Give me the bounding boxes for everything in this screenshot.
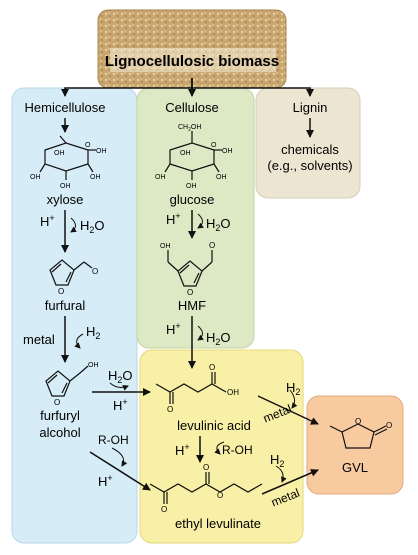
glucose-label: glucose — [170, 192, 215, 207]
gvl-carbonyl-o: O — [386, 421, 392, 430]
curved-arrow — [74, 333, 84, 349]
levulinic-oh: OH — [227, 388, 239, 397]
curved-arrow — [197, 213, 204, 229]
furfuryl-alcohol-structure — [45, 365, 89, 397]
ethyl-levulinate-label: ethyl levulinate — [175, 516, 261, 531]
levulinic-o: O — [209, 363, 215, 372]
cellulose-label: Cellulose — [165, 100, 218, 115]
arrow — [257, 395, 319, 425]
ethyl-levulinate-structure — [149, 472, 263, 504]
furfural-carbonyl-o: O — [92, 267, 98, 276]
glucose-oh: OH — [155, 174, 166, 181]
gvl-ring-o: O — [355, 417, 361, 426]
curved-arrow — [111, 447, 128, 467]
levulinic-acid-label: levulinic acid — [177, 418, 251, 433]
h-plus-label: H+ — [113, 397, 128, 413]
metal-label: metal — [23, 332, 55, 347]
biomass-title: Lignocellulosic biomass — [105, 53, 279, 70]
roh-label: R-OH — [98, 433, 129, 447]
lignin-product-line1: chemicals — [281, 142, 339, 157]
hmf-label: HMF — [178, 298, 206, 313]
h2-label: H2 — [86, 324, 100, 341]
xylose-structure — [39, 135, 96, 180]
glucose-oh: OH — [222, 148, 233, 155]
h2-label: H2 — [270, 452, 284, 469]
h-plus-label: H+ — [40, 213, 55, 229]
arrow — [261, 469, 319, 495]
lignin-product-line2: (e.g., solvents) — [267, 158, 352, 173]
glucose-structure — [164, 131, 222, 180]
h-plus-label: H+ — [175, 442, 190, 458]
arrow — [89, 451, 151, 491]
h-plus-label: H+ — [166, 211, 181, 227]
ethyl-levulinate-o: O — [203, 463, 209, 472]
ethyl-levulinate-ester-o: O — [217, 491, 223, 500]
gvl-panel — [306, 395, 404, 495]
gvl-label: GVL — [342, 460, 368, 475]
furfural-label: furfural — [45, 298, 86, 313]
furfuryl-ring-o: O — [54, 398, 60, 407]
h-plus-label: H+ — [166, 321, 181, 337]
curved-arrow — [214, 441, 225, 455]
xylose-oh: OH — [60, 183, 71, 190]
roh-label: R-OH — [222, 443, 253, 457]
furfural-ring-o: O — [58, 287, 64, 296]
xylose-oh: OH — [96, 148, 107, 155]
split-arrow — [192, 87, 314, 97]
xylose-oh: OH — [90, 174, 101, 181]
hmf-ring-o: O — [187, 288, 193, 297]
glucose-oh: OH — [186, 183, 197, 190]
glucose-ring-o: O — [211, 142, 217, 149]
ethyl-levulinate-o: O — [161, 505, 167, 514]
levulinic-acid-structure — [155, 372, 227, 404]
xylose-oh: OH — [30, 174, 41, 181]
biomass-label-bg — [110, 48, 276, 72]
hmf-carbonyl-o: O — [209, 241, 215, 250]
curved-arrow — [275, 465, 287, 483]
furfural-structure — [49, 259, 93, 286]
furfuryl-oh: OH — [88, 362, 99, 369]
hemicellulose-panel — [11, 87, 138, 544]
xylose-ring-o: O — [85, 142, 91, 149]
h2o-label: H2O — [206, 330, 231, 347]
xylose-label: xylose — [47, 192, 84, 207]
furfuryl-label-line2: alcohol — [39, 425, 80, 440]
h2-label: H2 — [286, 380, 300, 397]
glucose-oh: OH — [216, 174, 227, 181]
xylose-oh: OH — [54, 150, 65, 157]
curved-arrow — [109, 382, 129, 391]
lignin-label: Lignin — [293, 100, 328, 115]
hmf-structure — [167, 250, 213, 287]
h2o-label: H2O — [108, 368, 133, 385]
curved-arrow — [70, 217, 77, 233]
h-plus-label: H+ — [98, 473, 113, 489]
curved-arrow — [289, 389, 298, 409]
gvl-structure — [329, 423, 388, 449]
levulinic-o: O — [167, 405, 173, 414]
curved-arrow — [197, 325, 204, 341]
h2o-label: H2O — [80, 218, 105, 235]
furfuryl-label-line1: furfuryl — [40, 408, 80, 423]
h2o-label: H2O — [206, 216, 231, 233]
glucose-ch2oh: CH2OH — [178, 124, 201, 133]
hmf-oh: OH — [160, 243, 171, 250]
hemicellulose-label: Hemicellulose — [25, 100, 106, 115]
glucose-oh: OH — [180, 150, 191, 157]
